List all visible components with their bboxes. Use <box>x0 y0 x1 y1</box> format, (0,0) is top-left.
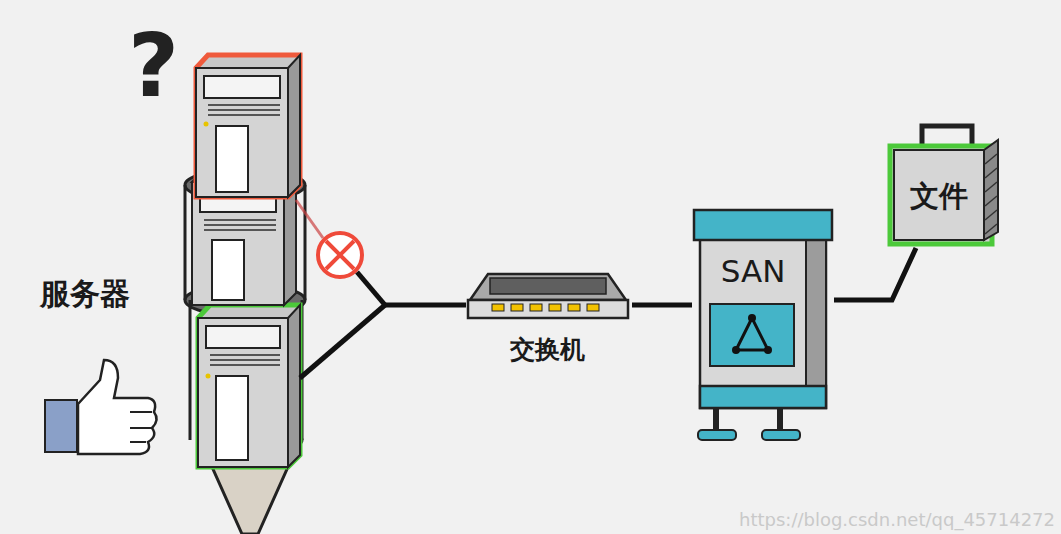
switch-node: 交换机 <box>462 270 632 374</box>
server-label: 服务器 <box>40 274 130 315</box>
node-outline <box>692 208 834 448</box>
thumbs-up <box>45 360 157 454</box>
server-bottom <box>198 305 300 467</box>
blocked-symbol <box>318 233 362 277</box>
san-node: SAN <box>692 208 834 448</box>
server-top-failed <box>196 55 300 197</box>
file-node: 文件 <box>886 120 1012 248</box>
question-mark: ? <box>128 22 179 110</box>
node-label: 文件 <box>894 180 984 213</box>
cable <box>834 248 916 300</box>
watermark: https://blog.csdn.net/qq_45714272 <box>739 509 1055 530</box>
node-label: SAN <box>700 254 806 290</box>
server-wires <box>296 200 466 378</box>
node-label: 交换机 <box>462 336 632 365</box>
cable <box>632 303 692 308</box>
